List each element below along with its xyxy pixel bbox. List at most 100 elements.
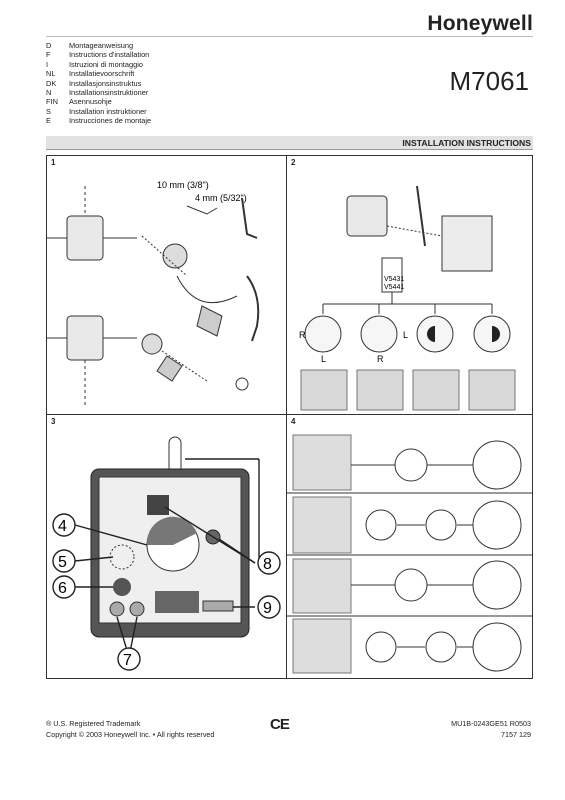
callout-badge (52, 575, 76, 599)
language-code: D (46, 41, 52, 50)
callout-number: 4 (58, 518, 67, 535)
callout-badge (257, 551, 281, 575)
scale-dial (304, 315, 342, 353)
language-row: N Installationsinstruktioner (46, 88, 151, 97)
scale-dial (472, 500, 522, 550)
copyright-note: Copyright © 2003 Honeywell Inc. • All ri… (46, 730, 215, 739)
trademark-note: ® U.S. Registered Trademark (46, 719, 141, 728)
setting-row (292, 496, 522, 554)
direction-label: L (321, 354, 326, 364)
footer-legal: ® U.S. Registered Trademark Copyright © … (46, 718, 214, 740)
bracket-icon (156, 355, 183, 382)
valve-body (346, 195, 388, 237)
adapter-plate (141, 333, 163, 355)
adjuster (129, 601, 145, 617)
hex-key-icon (241, 197, 258, 239)
language-title: Installasjonsinstruktus (69, 78, 142, 88)
assembly-line (161, 350, 208, 382)
language-code: FIN (46, 97, 58, 107)
valve-body (66, 315, 104, 361)
terminal-block (155, 591, 199, 613)
instruction-frame (46, 155, 533, 679)
ring-icon (235, 377, 249, 391)
honeywell-logo: Honeywell (427, 12, 533, 35)
flow-diagram (412, 369, 460, 411)
header-rule (46, 36, 533, 37)
flow-diagram (300, 369, 348, 411)
scale-dial (360, 315, 398, 353)
panel-number-3: 3 (51, 417, 56, 426)
callout-badge (117, 647, 141, 671)
half-dial-marker (427, 326, 435, 342)
panel-divider-horizontal (46, 414, 533, 415)
panel-divider-vertical (286, 155, 287, 679)
language-code: F (46, 50, 51, 60)
callout-badge (52, 549, 76, 573)
actuator-body (441, 215, 493, 272)
flow-diagram (292, 496, 352, 554)
scale-dial (472, 560, 522, 610)
hex-key-icon (416, 185, 426, 247)
language-title: Installatievoorschrift (69, 69, 135, 79)
actuator-valve-group (346, 185, 493, 272)
flow-diagram (356, 369, 404, 411)
potentiometer (113, 578, 131, 596)
valve-model-label: V5431 (384, 276, 404, 283)
language-code: NL (46, 69, 56, 79)
panel-3-illustration: 4 5 6 7 8 9 (52, 436, 281, 671)
direction-label: R (299, 330, 306, 340)
model-number: M7061 (449, 66, 530, 96)
ce-mark: CE (270, 716, 290, 733)
flow-diagram (292, 434, 352, 491)
adjuster (109, 601, 125, 617)
flow-diagram (292, 558, 352, 614)
wrench-icon (186, 205, 218, 215)
language-code: DK (46, 78, 57, 88)
adapter-plate (162, 243, 188, 269)
scale-dial (365, 631, 397, 663)
wrench-size-label: 10 mm (3/8") (157, 180, 209, 190)
scale-dial (425, 509, 457, 541)
language-code: S (46, 106, 51, 116)
language-row: NL Installatievoorschrift (46, 69, 151, 78)
language-title: Asennusohje (69, 97, 112, 107)
terminal-strip (202, 600, 234, 612)
bracket-icon (196, 305, 223, 337)
section-title: INSTALLATION INSTRUCTIONS (46, 136, 533, 150)
cable-line (176, 275, 238, 304)
language-title: Installationsinstruktioner (69, 88, 149, 98)
flow-diagram (292, 618, 352, 674)
scale-dial (425, 631, 457, 663)
panel-2-illustration: V5431 V5441 R L L R (299, 185, 516, 411)
flow-diagram (468, 369, 516, 411)
callout-badge (257, 595, 281, 619)
scale-dial (472, 440, 522, 490)
callout-number: 5 (58, 554, 67, 571)
language-code: N (46, 88, 52, 98)
document-number: MU1B-0243GE51 R0503 (451, 719, 531, 728)
lever-slot (147, 495, 169, 515)
callout-number: 7 (123, 652, 132, 669)
language-title: Istruzioni di montaggio (69, 59, 143, 69)
callout-badge (52, 513, 76, 537)
setting-row (292, 618, 522, 674)
valve-lower-group (47, 315, 249, 406)
scale-dial (394, 568, 428, 602)
language-code: E (46, 116, 51, 126)
panel-4-illustration (287, 434, 532, 674)
language-code: I (46, 59, 49, 69)
language-row: DK Installasjonsinstruktus (46, 79, 151, 88)
hex-key-size-label: 4 mm (5/32") (195, 193, 247, 203)
direction-label: R (377, 354, 384, 364)
panel-1-illustration: 10 mm (3/8") 4 mm (5/32") (47, 180, 260, 406)
setting-row (292, 434, 522, 491)
assembly-line (386, 225, 443, 237)
part-number: 7157 129 (501, 730, 531, 739)
flow-diagrams (300, 369, 516, 411)
valve-model-label: V5441 (384, 284, 404, 291)
